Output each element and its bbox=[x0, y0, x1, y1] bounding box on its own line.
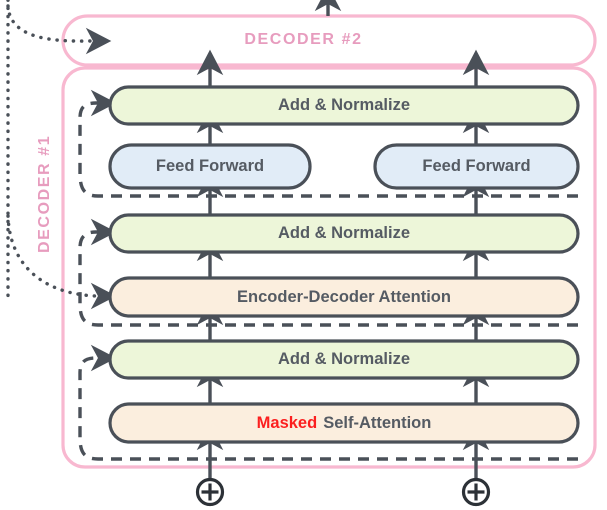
residual-encoder-decoder-attention bbox=[78, 218, 578, 327]
node-feed-forward-left[interactable] bbox=[108, 143, 312, 190]
positional-add-left[interactable] bbox=[195, 477, 225, 507]
decoder-2-container[interactable] bbox=[61, 14, 597, 67]
node-add-normalize-top[interactable] bbox=[108, 85, 580, 126]
node-add-normalize-bottom[interactable] bbox=[108, 339, 580, 380]
residual-masked-self-attention bbox=[78, 344, 578, 461]
residual-feed-forward bbox=[78, 89, 578, 198]
node-add-normalize-middle[interactable] bbox=[108, 213, 580, 254]
node-encoder-decoder-attention[interactable] bbox=[108, 276, 580, 318]
node-masked-self-attention[interactable] bbox=[108, 402, 580, 444]
node-feed-forward-right[interactable] bbox=[373, 143, 580, 190]
positional-add-right[interactable] bbox=[461, 477, 491, 507]
dotted-arrow-to-decoder-2 bbox=[6, 4, 112, 55]
